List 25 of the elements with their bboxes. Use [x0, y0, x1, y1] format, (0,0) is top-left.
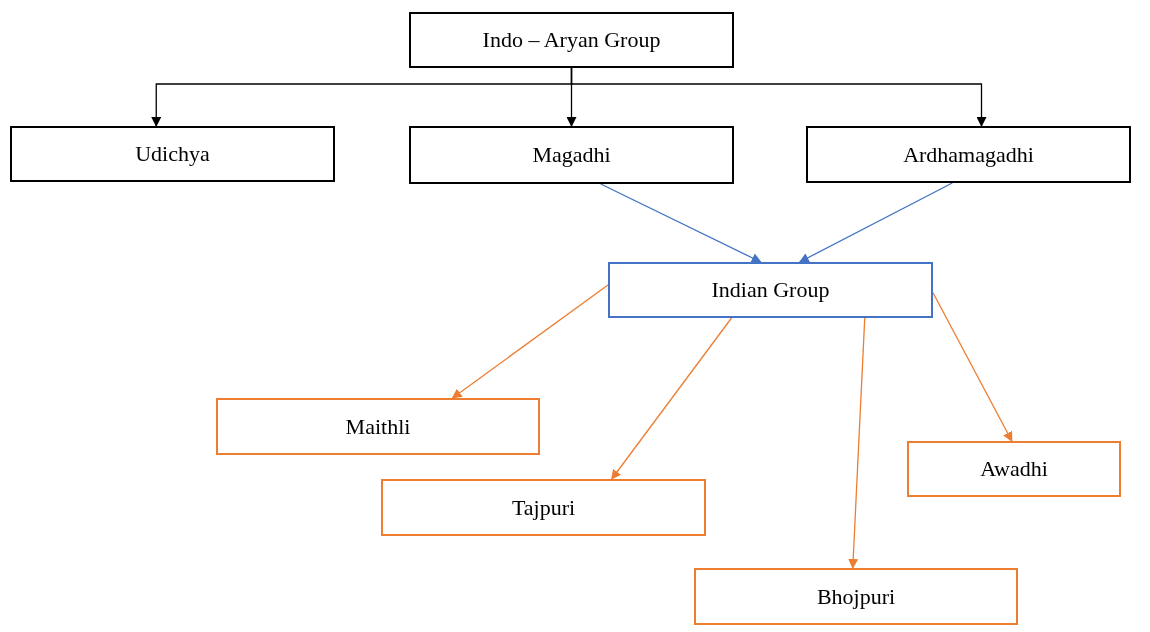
language-name: Maithli — [345, 413, 411, 440]
language-box — [694, 568, 1018, 625]
language-name: Indian Group — [711, 277, 830, 303]
language-name: Ardhamagadhi — [903, 141, 1034, 168]
language-name: Tajpuri — [511, 494, 576, 521]
arrow — [600, 183, 762, 263]
arrow — [798, 182, 953, 263]
language-name: Indo – Aryan Group — [482, 27, 661, 53]
language-name: Bhojpuri — [816, 583, 896, 610]
language-box — [806, 126, 1131, 183]
arrow — [611, 317, 733, 480]
language-name: Magadhi — [532, 142, 611, 168]
language-box — [381, 479, 706, 536]
arrow — [848, 317, 866, 569]
language-box — [216, 398, 540, 455]
language-box — [409, 126, 734, 184]
language-box — [907, 441, 1121, 497]
language-name: Udichya — [135, 141, 210, 167]
arrow — [451, 284, 609, 399]
language-box — [10, 126, 335, 182]
language-box — [608, 262, 933, 318]
language-name: Awadhi — [980, 456, 1048, 482]
language-box — [409, 12, 734, 68]
arrow — [932, 292, 1013, 442]
arrow — [570, 67, 987, 127]
